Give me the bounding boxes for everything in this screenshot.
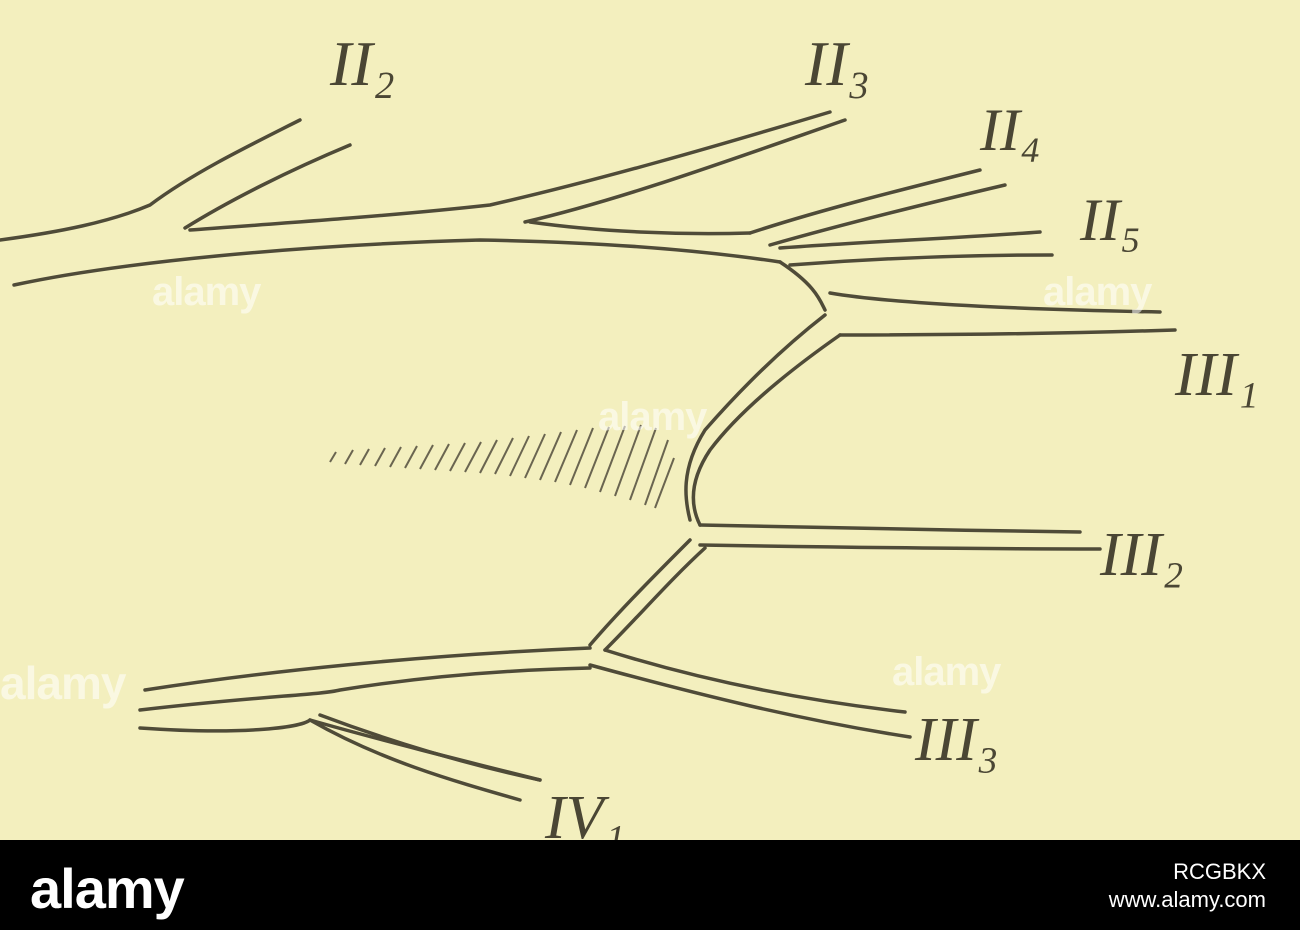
branch-II5-upper [778,230,1042,250]
branch-II2-lower [183,143,352,230]
branch-drawing: II₂ II₃ II₄ II₅ III₁ III₂ III₃ IV₁ [0,28,1259,840]
branch-II5-lower [788,253,1054,267]
watermark-logo: alamy [892,650,1001,694]
branch-II4-upper [748,168,982,235]
stem-III1-to-III2-left [684,313,827,522]
hatched-region [329,424,675,509]
label-III3: III₃ [914,706,999,774]
trunk-mid-line [188,110,832,232]
branch-IV1-mid [138,666,592,712]
branch-II3-lower [523,118,847,224]
image-id: RCGBKX [1173,859,1266,884]
trunk-upper-line [0,118,302,242]
footer-logo: alamy [30,857,185,920]
watermark-logo: alamy [1043,270,1152,314]
branch-IV1-upper [143,646,592,692]
branch-III2-lower [698,543,1102,551]
branch-III3-upper [603,648,907,714]
branch-II3-base [528,220,752,236]
trunk-lower-line [12,238,782,287]
label-II5: II₅ [1079,187,1141,253]
footer-image-info: RCGBKX www.alamy.com [1109,858,1266,914]
branch-III3-lower [588,663,912,739]
branching-diagram: II₂ II₃ II₄ II₅ III₁ III₂ III₃ IV₁ [0,28,1259,840]
label-II3: II₃ [804,28,870,99]
branch-III2-upper [698,523,1082,534]
branch-IV1-lower [138,718,542,782]
label-II4: II₄ [979,97,1041,163]
site-url: www.alamy.com [1108,887,1266,912]
watermark-logo: alamy [0,657,126,709]
watermark-logo: alamy [152,270,261,314]
stem-to-III1-outer [778,260,827,312]
label-III1: III₁ [1174,341,1259,409]
stem-III2-to-III3-left [588,538,692,647]
watermark-logo: alamy [598,395,707,439]
branch-IV1-tip [318,713,542,782]
label-II2: II₂ [329,28,395,99]
stem-III2-to-III3-right [603,546,707,652]
branch-III1-lower [838,328,1177,337]
branch-II4-lower [768,183,1007,247]
stock-footer-bar: alamy RCGBKX www.alamy.com [0,840,1300,930]
branch-III1-upper [828,291,1162,314]
stem-III1-to-III2-right [691,333,842,527]
label-IV1: IV₁ [544,784,625,840]
label-III2: III₂ [1099,521,1184,589]
branch-IV1-base [308,718,522,802]
